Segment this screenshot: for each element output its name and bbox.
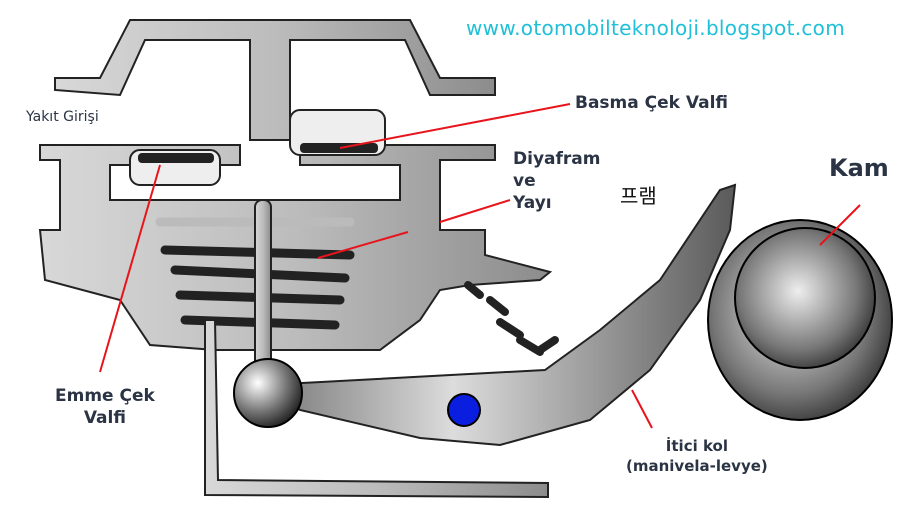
label-cam: Kam — [829, 154, 889, 182]
label-suction-check-valve: Emme Çek Valfi — [55, 385, 155, 429]
pump-rod — [254, 199, 272, 371]
label-lever-line1: İtici kol — [665, 437, 728, 455]
lever-ball-joint — [233, 358, 303, 428]
pump-top-cover — [54, 19, 496, 141]
leader-lines — [99, 103, 861, 429]
pump-body — [38, 144, 553, 351]
label-diaphragm-line3: Yayı — [513, 193, 552, 213]
rocker-lever — [262, 183, 737, 447]
label-diaphragm-line2: ve — [513, 171, 536, 191]
label-rocker-lever: İtici kol (manivela-levye) — [626, 436, 768, 476]
label-diaphragm: Diyafram ve Yayı — [513, 148, 600, 214]
website-url[interactable]: www.otomobilteknoloji.blogspot.com — [466, 16, 845, 40]
label-lever-line2: (manivela-levye) — [626, 457, 768, 475]
return-spring — [464, 281, 559, 356]
label-suction-line1: Emme Çek — [55, 386, 155, 406]
pivot-pin — [447, 393, 481, 427]
label-fuel-inlet: Yakıt Girişi — [26, 109, 99, 125]
label-korean: 프램 — [620, 184, 657, 208]
label-diaphragm-line1: Diyafram — [513, 149, 601, 169]
outlet-tube — [204, 319, 549, 499]
label-delivery-check-valve: Basma Çek Valfi — [575, 93, 729, 113]
label-suction-line2: Valfi — [83, 408, 126, 428]
